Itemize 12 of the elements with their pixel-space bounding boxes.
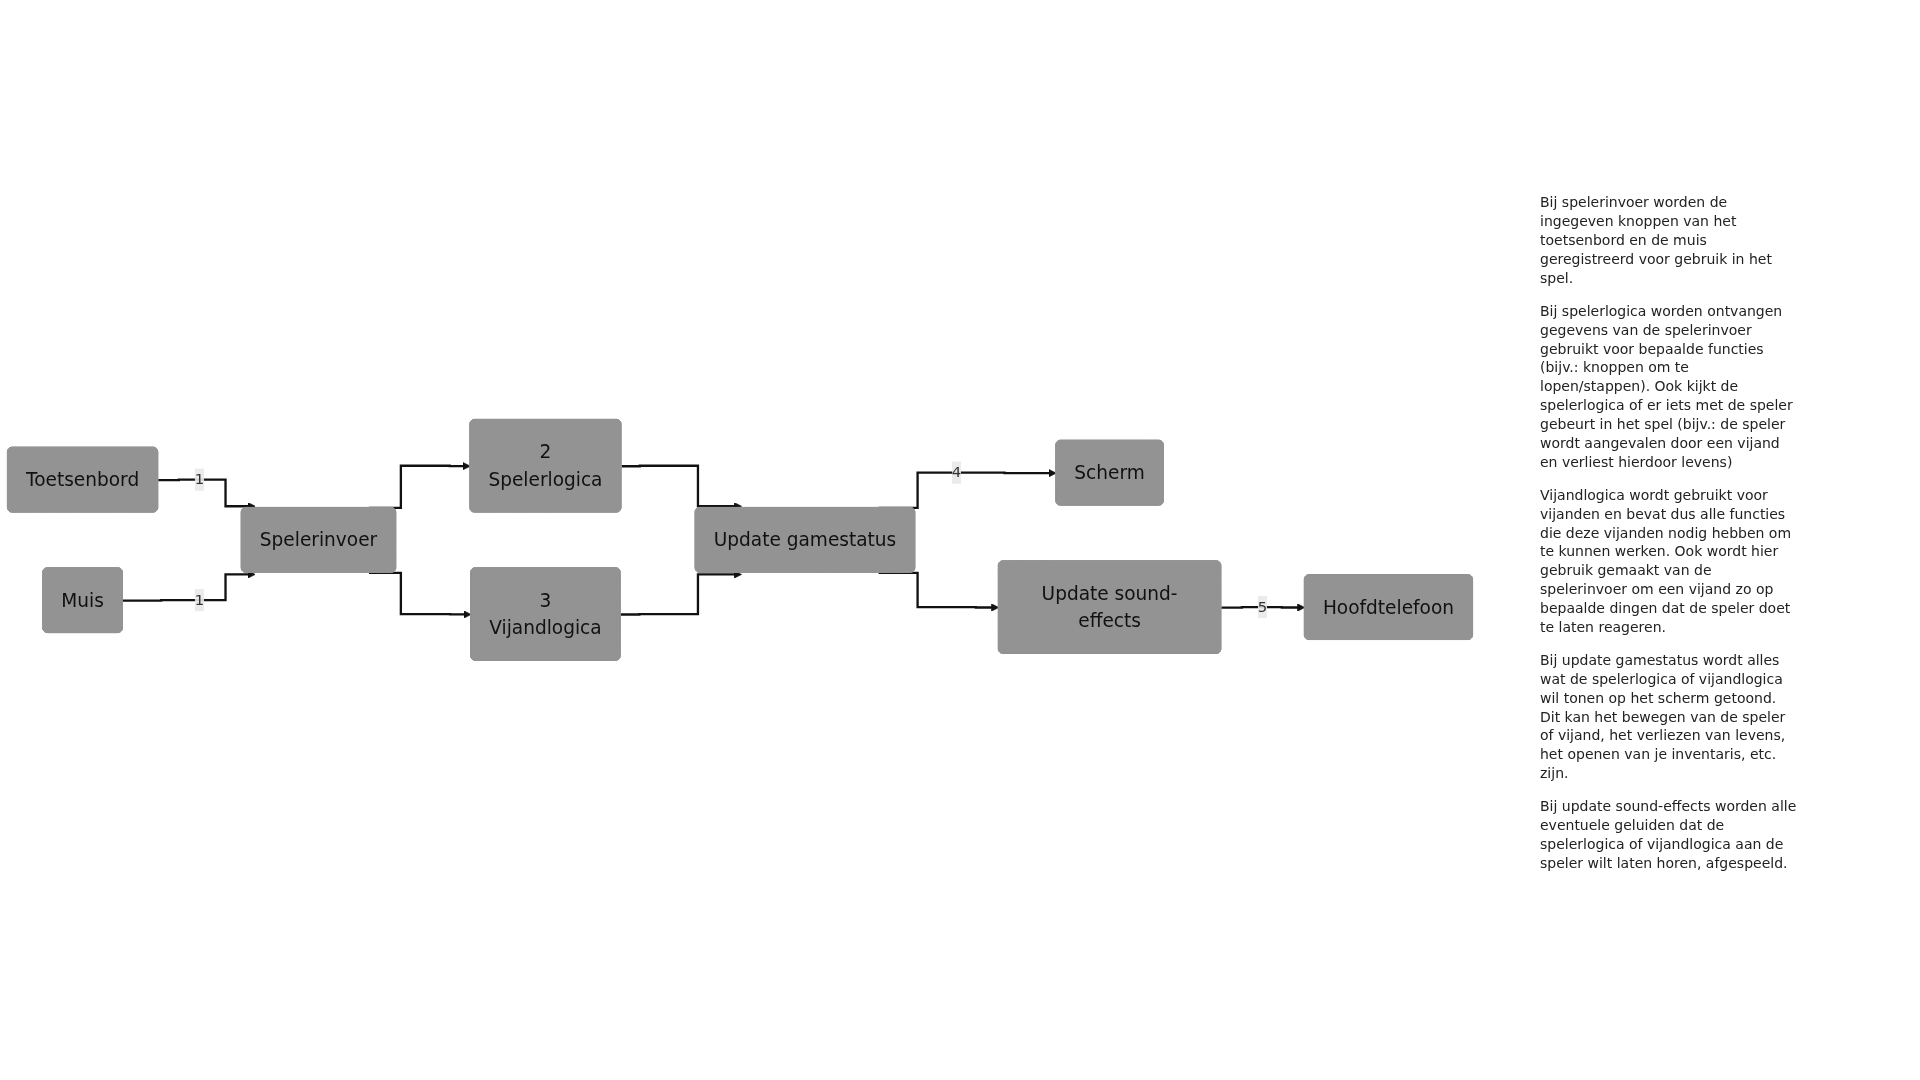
note-paragraph: Bij spelerlogica worden ontvangen gegevens van de spelerinvoer gebruikt voor bepaalde functies (bijv.: knoppen om te lopen/stappen). Ook kijkt de spelerlogica of er iets met de speler gebeurt in het spel (bijv.: de speler wordt aangevalen door een vijand en verliest hierdoor levens): [1540, 301, 1794, 472]
note-paragraph: Bij spelerinvoer worden de ingegeven knoppen van het toetsenbord en de muis geregistreerd voor gebruik in het spel.: [1540, 193, 1773, 288]
edge-label: 5: [1257, 597, 1268, 616]
note-paragraph: Bij update gamestatus wordt alles wat de spelerlogica of vijandlogica wil tonen op het scherm getoond. Dit kan het bewegen van de speler of vijand, het verliezen van levens, het openen van je inventaris, etc. zijn.: [1540, 650, 1787, 784]
arrow: [620, 570, 742, 616]
edge-label: 1: [194, 470, 205, 489]
arrow: [122, 570, 256, 602]
arrow: [1221, 603, 1306, 612]
edge-label: 1: [194, 590, 205, 609]
note-paragraph: Bij update sound-effects worden alle eventuele geluiden dat de spelerlogica of vijandlogica aan de speler wilt laten horen, afgespeeld.: [1540, 797, 1798, 873]
edge-label: 4: [951, 463, 962, 482]
note-paragraph: Vijandlogica wordt gebruikt voor vijanden en bevat dus alle functies die deze vijanden nodig hebben om te kunnen werken. Ook wordt hier gebruik gemaakt van de spelerinvoer om een vijand zo op bepaalde dingen dat de speler doet te laten reageren.: [1540, 485, 1793, 637]
